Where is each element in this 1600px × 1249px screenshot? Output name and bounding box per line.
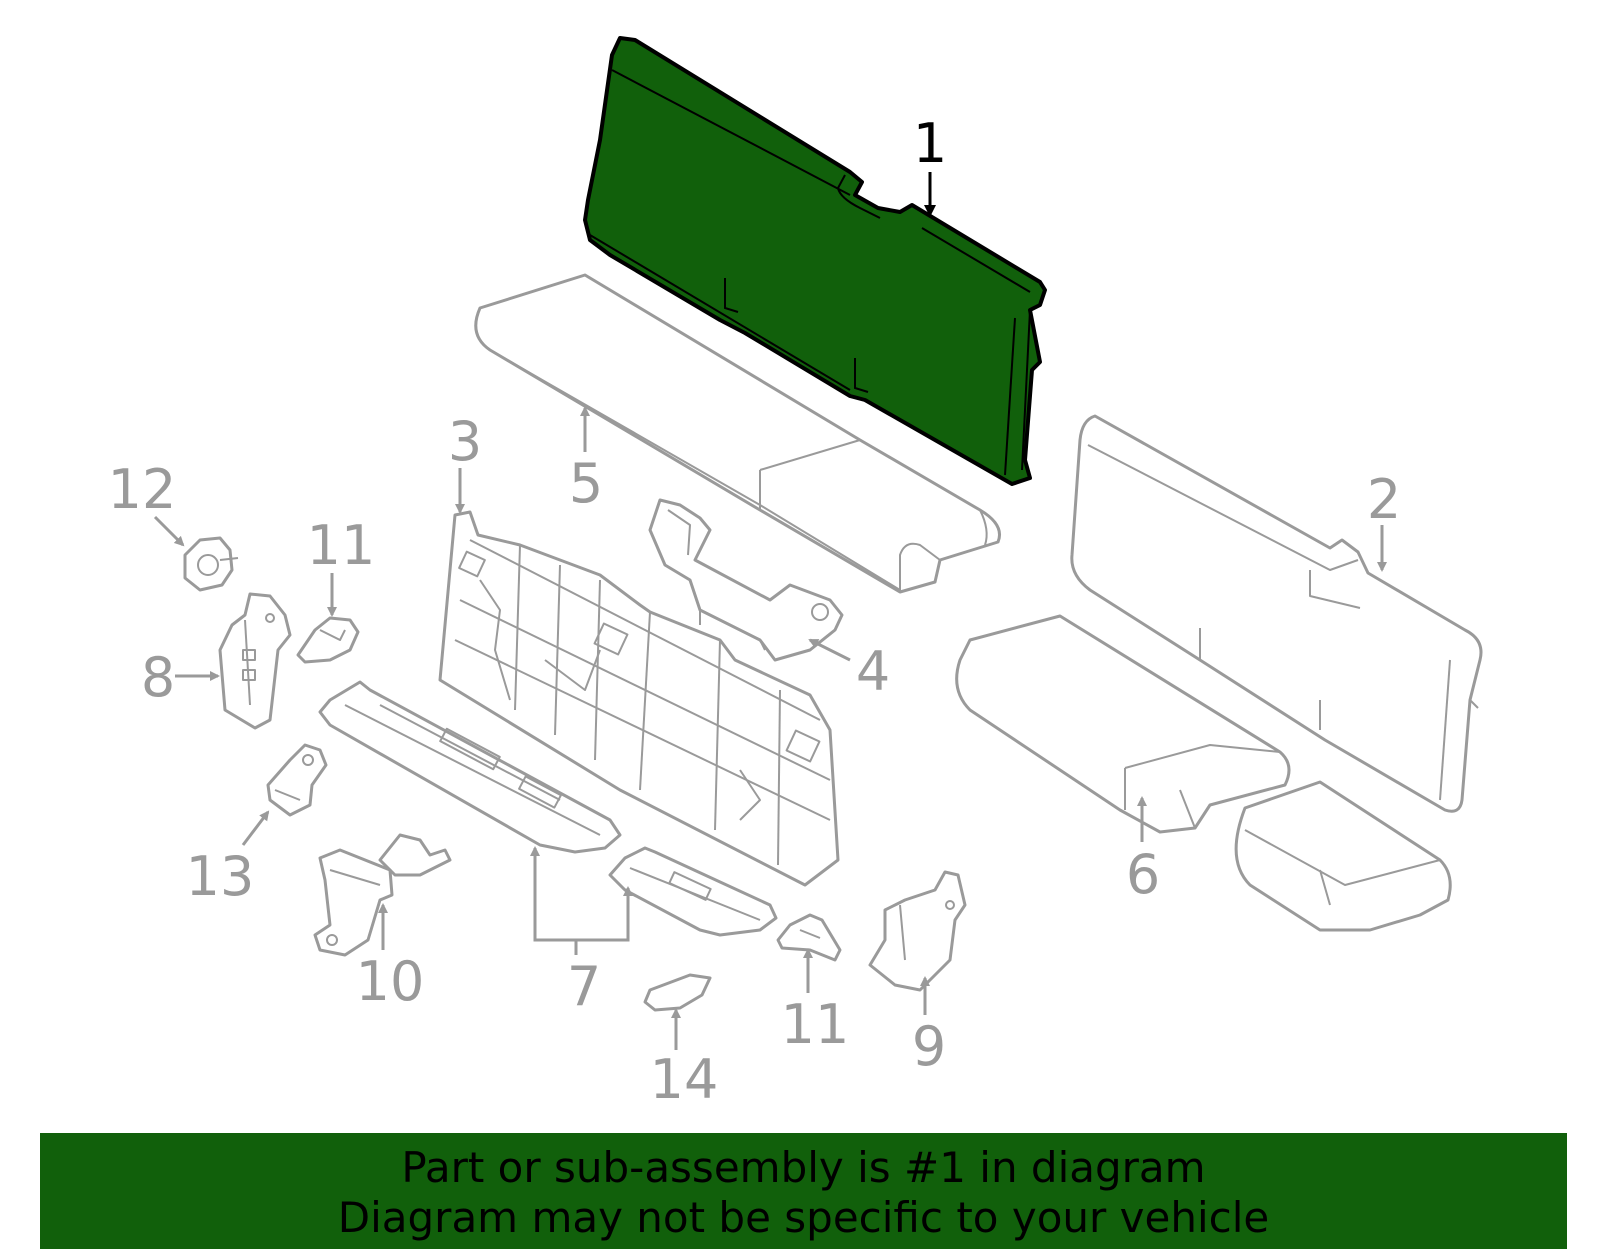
part-2-seat-back[interactable]	[1070, 414, 1483, 813]
leader-7	[533, 848, 630, 942]
part-4-bracket[interactable]	[648, 498, 844, 662]
callout-6: 6	[1126, 843, 1160, 906]
part-11-clip-left[interactable]	[296, 616, 360, 664]
callout-8: 8	[141, 646, 175, 709]
callout-7: 7	[567, 955, 601, 1018]
callout-11-left: 11	[307, 514, 376, 577]
leader-13	[241, 810, 270, 846]
leader-12	[153, 515, 185, 547]
banner-line-2: Diagram may not be specific to your vehi…	[337, 1193, 1270, 1242]
part-9-side-bracket[interactable]	[868, 870, 967, 992]
part-14-cover[interactable]	[643, 973, 712, 1012]
callout-5: 5	[569, 452, 603, 515]
part-13-bracket[interactable]	[266, 743, 328, 817]
part-3-seat-frame[interactable]	[438, 510, 840, 887]
part-5-seat-cushion[interactable]	[474, 273, 1001, 594]
callout-2: 2	[1367, 468, 1401, 531]
part-7-rails[interactable]	[318, 680, 778, 937]
part-11-clip-right[interactable]	[776, 913, 842, 962]
callout-4: 4	[856, 640, 890, 703]
info-banner: Part or sub-assembly is #1 in diagram Di…	[40, 1133, 1567, 1249]
callout-9: 9	[912, 1015, 946, 1078]
leader-4	[808, 638, 851, 662]
callout-11-right: 11	[781, 993, 850, 1056]
callout-13: 13	[186, 845, 255, 908]
banner-line-1: Part or sub-assembly is #1 in diagram	[401, 1143, 1206, 1192]
callout-1: 1	[913, 112, 947, 175]
part-6-seat-cushion[interactable]	[955, 614, 1452, 932]
callout-14: 14	[650, 1048, 719, 1111]
callout-12: 12	[108, 458, 177, 521]
part-12-knob[interactable]	[183, 536, 239, 592]
part-1-seat-back-highlighted[interactable]	[583, 36, 1047, 486]
callout-10: 10	[356, 950, 425, 1013]
callout-3: 3	[448, 410, 482, 473]
part-8-side-bracket[interactable]	[218, 592, 292, 730]
part-10-bracket[interactable]	[313, 833, 452, 957]
